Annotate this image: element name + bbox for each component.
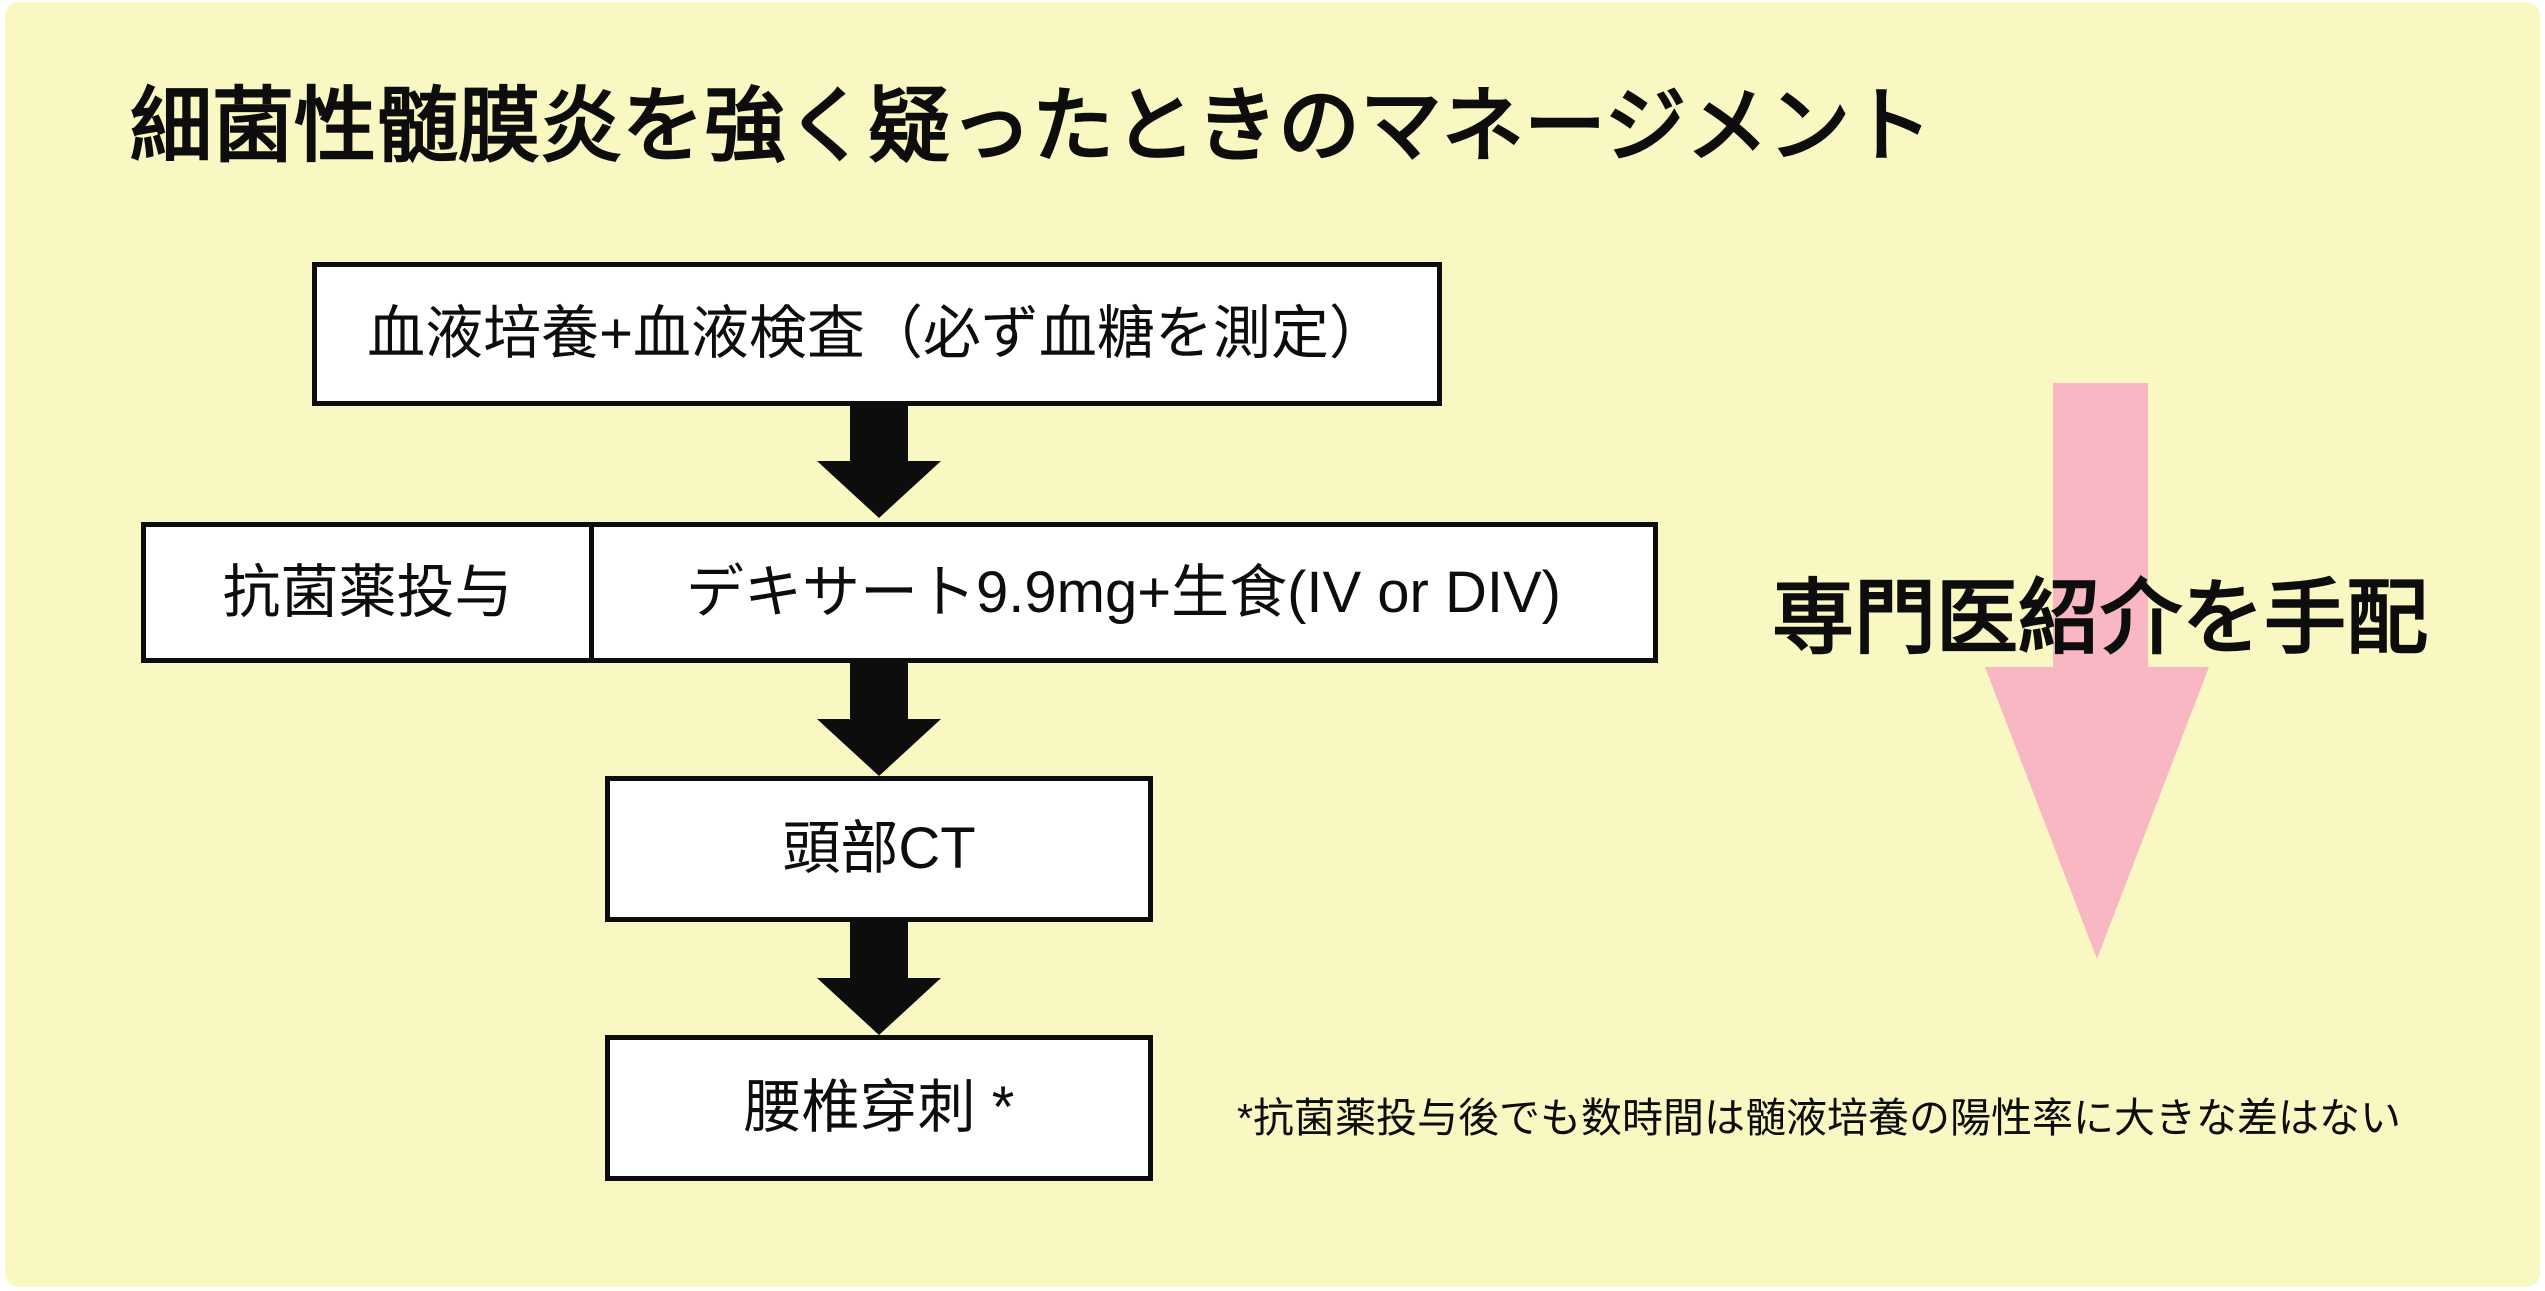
- referral-label: 専門医紹介を手配: [1772, 573, 2429, 664]
- referral-arrow-shaft: [2053, 383, 2148, 671]
- down-arrow-icon: [817, 922, 941, 1035]
- down-arrow-icon: [817, 663, 941, 776]
- flow-step-blood-tests-label: 血液培養+血液検査（必ず血糖を測定）: [367, 301, 1387, 367]
- down-arrow-shaft: [850, 405, 908, 461]
- flow-step-head-ct-label: 頭部CT: [782, 816, 976, 882]
- down-arrow-head: [817, 719, 941, 776]
- flow-step-blood-tests: 血液培養+血液検査（必ず血糖を測定）: [312, 262, 1442, 406]
- referral-arrow-icon: [1985, 383, 2210, 959]
- flow-step-antibiotics-dexart: 抗菌薬投与 デキサート9.9mg+生食(IV or DIV): [141, 522, 1658, 663]
- flow-step-lumbar-puncture-label: 腰椎穿刺 *: [743, 1075, 1015, 1141]
- antibiotics-label: 抗菌薬投与: [222, 559, 513, 625]
- flow-step-head-ct: 頭部CT: [605, 776, 1153, 922]
- footnote: *抗菌薬投与後でも数時間は髄液培養の陽性率に大きな差はない: [1237, 1095, 2401, 1141]
- down-arrow-icon: [817, 405, 941, 518]
- down-arrow-head: [817, 978, 941, 1035]
- flow-step-lumbar-puncture: 腰椎穿刺 *: [605, 1035, 1153, 1181]
- flow-cell-antibiotics: 抗菌薬投与: [146, 527, 594, 658]
- down-arrow-shaft: [850, 663, 908, 719]
- page-title: 細菌性髄膜炎を強く疑ったときのマネージメント: [130, 81, 1933, 172]
- down-arrow-shaft: [850, 922, 908, 978]
- dexart-label: デキサート9.9mg+生食(IV or DIV): [686, 559, 1561, 625]
- down-arrow-head: [817, 461, 941, 518]
- referral-arrow-head: [1985, 667, 2209, 959]
- flow-cell-dexart: デキサート9.9mg+生食(IV or DIV): [594, 527, 1653, 658]
